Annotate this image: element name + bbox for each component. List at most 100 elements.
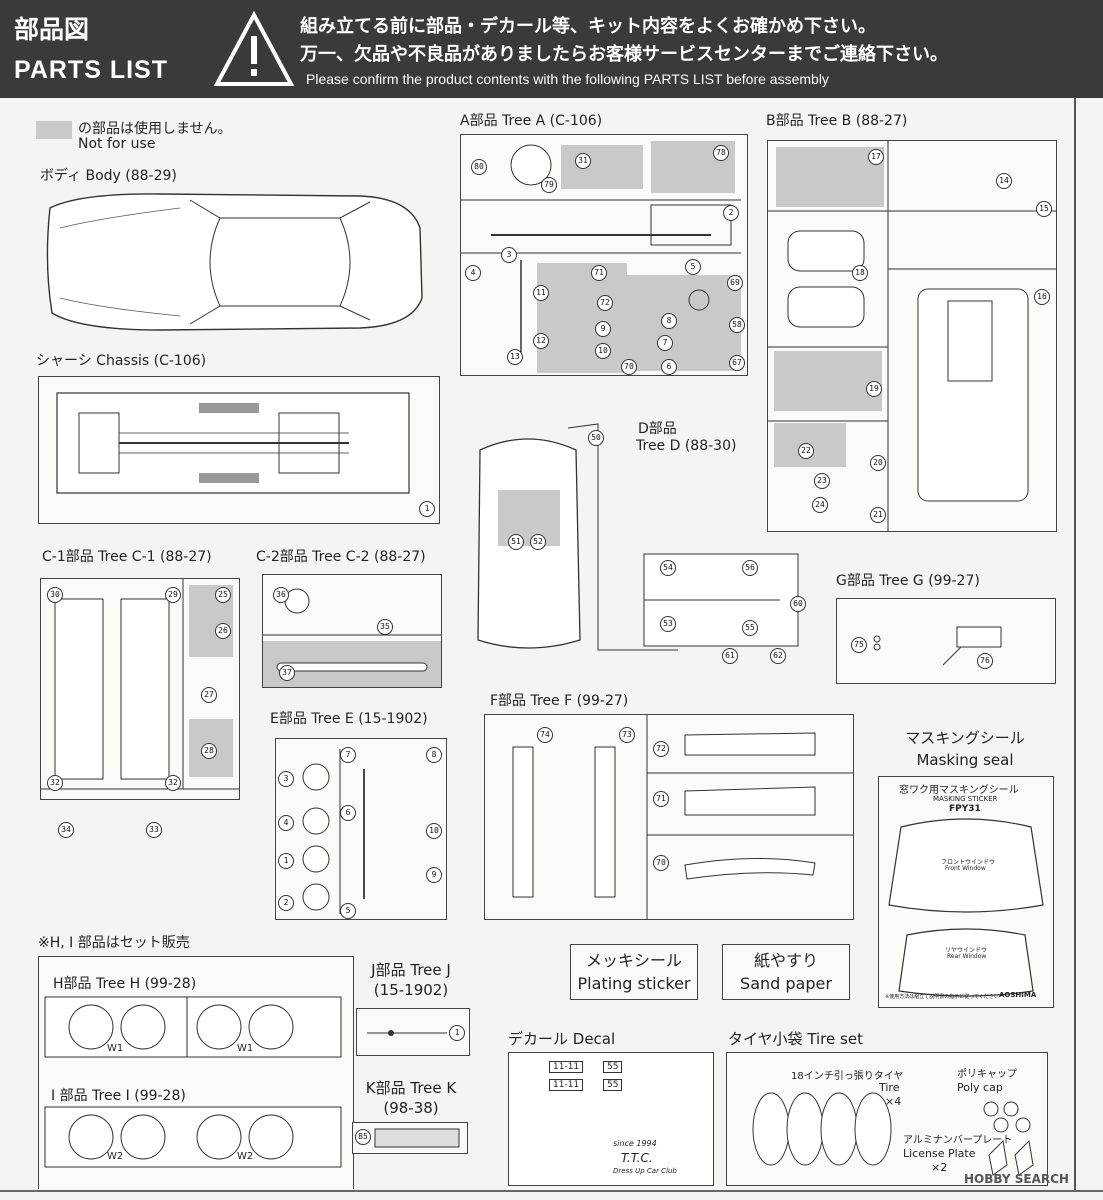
title-en: PARTS LIST [14,56,168,84]
part-number: 27 [201,687,217,703]
section-tree-b: B部品 Tree B (88-27) [766,113,908,129]
part-number: 16 [1034,289,1050,305]
part-number: 70 [621,359,637,375]
section-tree-c1: C-1部品 Tree C-1 (88-27) [42,549,212,565]
part-number: 10 [426,823,442,839]
part-number: 75 [851,637,867,653]
polycap-en: Poly cap [957,1081,1003,1094]
title-jp: 部品図 [14,15,90,44]
tree-e-frame: 7 8 3 6 10 4 1 9 2 5 [275,738,447,920]
chassis-frame: 1 [38,376,440,524]
tree-e-drawing [302,749,365,914]
part-number: 24 [812,497,828,513]
tire-set-frame: 18インチ引っ張りタイヤ Tire ×4 ポリキャップ Poly cap アルミ… [726,1052,1048,1186]
header-bar: 部品図 PARTS LIST 組み立てる前に部品・デカール等、キット内容をよくお… [0,0,1103,98]
part-number: 21 [870,507,886,523]
wheel-label-w1: W1 [107,1043,124,1054]
tree-f-frame: 74 73 72 71 70 [484,714,854,920]
part-number: 34 [58,822,74,838]
page-border [1074,98,1076,1190]
part-number: 2 [278,895,294,911]
part-number: 78 [713,145,729,161]
masking-jp: マスキングシール [905,729,1025,747]
part-number: 67 [729,355,745,371]
part-number: 55 [742,620,758,636]
set-note: ※H, I 部品はセット販売 [38,935,190,951]
section-tree-d-1: D部品 [638,421,677,437]
section-tree-j-2: (15-1902) [373,981,449,999]
part-number: 29 [165,587,181,603]
polycap-jp: ポリキャップ [957,1069,1017,1080]
part-number: 32 [47,775,63,791]
part-number: 69 [727,275,743,291]
not-used-area [774,351,882,411]
license-plate-drawing [988,1139,1034,1176]
section-tree-i: I 部品 Tree I (99-28) [51,1088,186,1104]
part-number: 79 [541,177,557,193]
legend-jp: の部品は使用しません。 [78,121,232,137]
sand-paper-box: 紙やすり Sand paper [722,944,850,1000]
section-tree-k-2: (98-38) [383,1099,439,1117]
bottom-rule [0,1190,1103,1192]
tree-c2-frame: 36 35 37 [262,574,442,688]
window-shapes [888,818,1044,997]
tires-drawing [752,1092,892,1166]
tree-g-drawing [873,626,1002,666]
part-number: 7 [340,747,356,763]
not-used-swatch [36,121,72,139]
decal-club-sub: Dress Up Car Club [613,1167,677,1175]
part-number: 10 [595,343,611,359]
part-number: 54 [660,560,676,576]
tree-c1-drawing [41,579,239,790]
wheel-label-w2: W2 [107,1151,124,1162]
section-tree-c2: C-2部品 Tree C-2 (88-27) [256,549,426,565]
plating-en: Plating sticker [577,974,691,993]
part-number: 15 [1036,201,1052,217]
tree-d-drawing [477,423,799,651]
part-number: 1 [419,501,435,517]
hobby-search-watermark: HOBBY SEARCH [964,1172,1069,1186]
part-number: 60 [790,596,806,612]
not-used-area [561,145,643,189]
tree-a-drawing [461,144,741,355]
part-number: 4 [465,265,481,281]
tire-en: Tire [879,1081,900,1094]
tree-b-frame: 17 14 15 18 16 19 22 20 23 24 21 [767,140,1057,532]
decal-plate: 11-11 [549,1079,584,1091]
section-tree-f: F部品 Tree F (99-27) [490,693,629,709]
part-number: 52 [530,534,546,550]
rear-window-en: Rear Window [947,953,987,960]
sand-jp: 紙やすり [753,951,818,970]
part-number: 9 [595,321,611,337]
part-number: 20 [870,455,886,471]
tree-k-drawing [374,1128,460,1148]
part-number: 73 [619,727,635,743]
tree-a-frame: 80 79 31 78 2 3 4 71 11 72 5 69 12 9 8 5… [460,134,748,376]
decal-plate-small: 55 [603,1079,623,1091]
warning-jp-2: 万一、欠品や不良品がありましたらお客様サービスセンターまでご連絡下さい。 [300,44,948,65]
part-number: 30 [47,587,63,603]
part-number: 5 [340,903,356,919]
masking-note: ※使用方法は組立て説明書の指示に従ってください [885,994,999,1000]
plating-jp: メッキシール [585,951,682,970]
part-number: 11 [533,285,549,301]
decal-club: T.T.C. [621,1151,653,1165]
part-number: 9 [426,867,442,883]
warning-jp-1: 組み立てる前に部品・デカール等、キット内容をよくお確かめ下さい。 [300,16,876,37]
section-body: ボディ Body (88-29) [40,168,177,184]
part-number: 85 [355,1129,371,1145]
part-number: 1 [278,853,294,869]
part-number: 36 [273,587,289,603]
part-number: 4 [278,815,294,831]
part-number: 70 [653,855,669,871]
part-number: 33 [146,822,162,838]
tree-c1-frame: 30 29 25 26 27 28 32 32 [40,578,240,800]
part-number: 6 [340,805,356,821]
part-number: 28 [201,743,217,759]
part-number: 61 [722,648,738,664]
body-drawing [46,193,423,331]
part-number: 37 [279,665,295,681]
plate-en: License Plate [903,1147,976,1160]
plate-jp: アルミナンバープレート [903,1135,1013,1146]
sand-en: Sand paper [740,974,832,993]
